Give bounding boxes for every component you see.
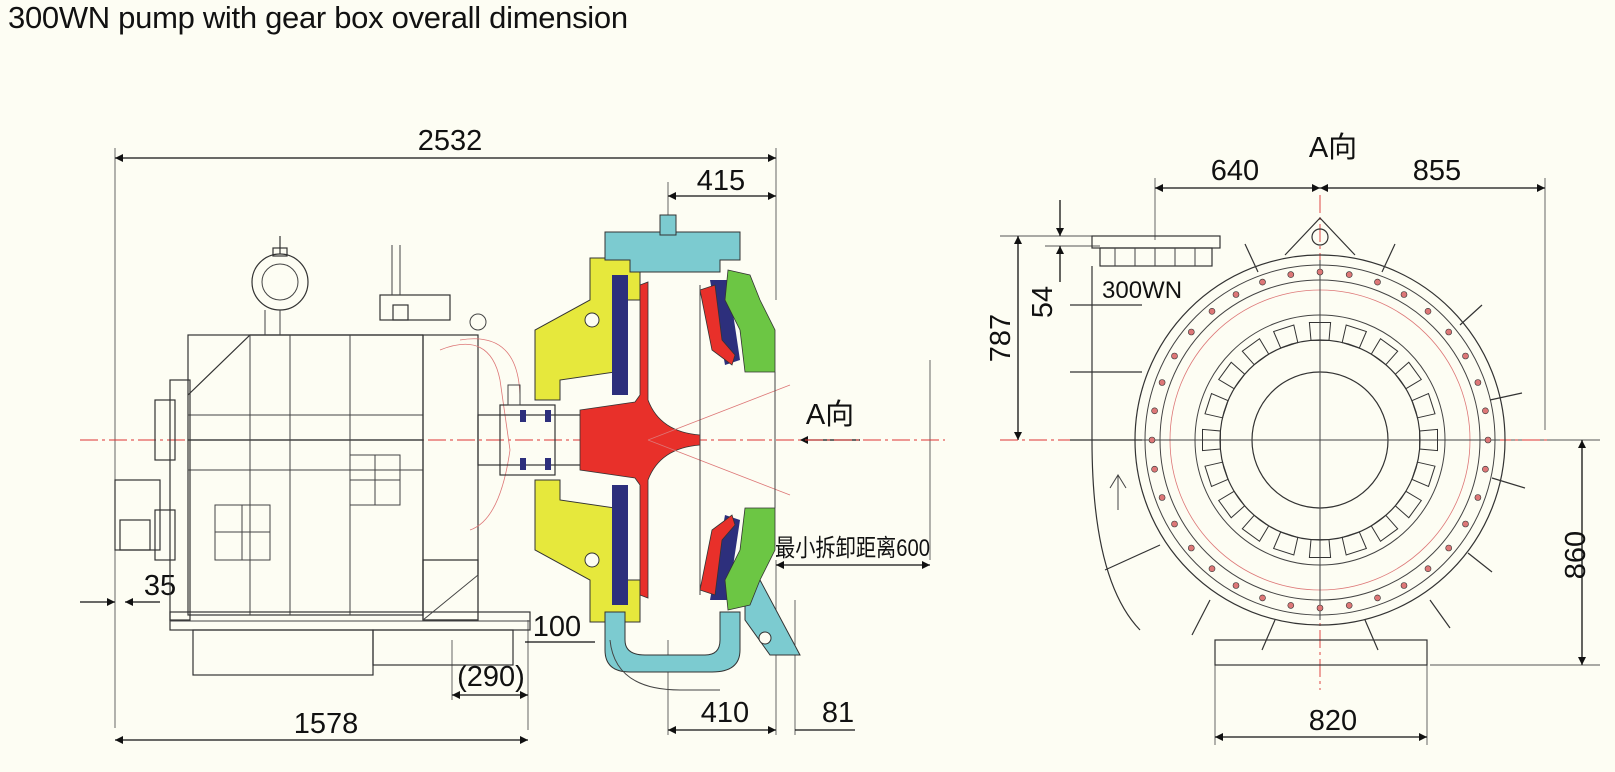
- view-arrow-label: A向: [806, 398, 854, 431]
- bolt-hole: [1482, 465, 1489, 473]
- dim-35: 35: [144, 570, 176, 602]
- impeller: [579, 281, 791, 599]
- bolt-hole: [1232, 582, 1240, 589]
- dim-855: 855: [1413, 155, 1461, 187]
- bolt-hole: [1424, 307, 1432, 315]
- dim-removal: 最小拆卸距离600: [775, 535, 930, 562]
- bolt-hole: [1151, 465, 1158, 473]
- bolt-hole: [1400, 582, 1408, 589]
- bolt-hole: [1171, 352, 1178, 360]
- bolt-hole: [1188, 544, 1195, 552]
- liner-tooth: [1419, 428, 1438, 452]
- bolt-hole: [1151, 407, 1158, 415]
- bolt-hole: [1474, 494, 1482, 501]
- dim-1578: 1578: [294, 708, 359, 740]
- liner-tooth: [1411, 392, 1436, 419]
- bolt-hole: [1148, 436, 1156, 444]
- gear-box: [114, 236, 531, 676]
- liner-tooth: [1204, 392, 1229, 419]
- bolt-hole: [1345, 271, 1353, 278]
- bolt-hole: [1158, 494, 1166, 501]
- bolt-hole: [1445, 544, 1452, 552]
- bolt-hole: [1259, 594, 1266, 602]
- model-label: 300WN: [1102, 277, 1182, 304]
- bolt-hole: [1445, 328, 1452, 336]
- dim-2532: 2532: [418, 125, 483, 157]
- liner-tooth: [1308, 322, 1332, 341]
- discharge-flange: 300WN: [1091, 235, 1221, 631]
- side-view: 2532 415 A向 最小拆卸距离600 35 100 (290) 1578 …: [80, 125, 945, 744]
- liner-tooth: [1341, 324, 1368, 349]
- bolt-hole: [1462, 352, 1469, 360]
- pump-casing: [604, 214, 801, 673]
- liner-tooth: [1241, 337, 1270, 366]
- frame-liner: [612, 275, 740, 605]
- liner-tooth: [1370, 337, 1399, 366]
- bolt-holes: [1148, 268, 1492, 612]
- dim-787: 787: [985, 314, 1017, 362]
- bolt-hole: [1345, 602, 1353, 609]
- bolt-hole: [1208, 565, 1216, 573]
- bolt-hole: [1287, 602, 1295, 609]
- dim-820: 820: [1309, 705, 1357, 737]
- bolt-hole: [1208, 307, 1216, 315]
- bolt-hole: [1287, 271, 1295, 278]
- liner-tooth: [1241, 514, 1270, 543]
- liner-tooth: [1394, 361, 1423, 390]
- page-title: 300WN pump with gear box overall dimensi…: [8, 0, 628, 35]
- bolt-hole: [1374, 594, 1381, 602]
- liner-tooth: [1308, 539, 1332, 558]
- bolt-hole: [1232, 291, 1240, 298]
- bolt-hole: [1171, 520, 1178, 528]
- dim-100: 100: [533, 611, 581, 643]
- dim-640: 640: [1211, 155, 1259, 187]
- bolt-hole: [1316, 268, 1324, 276]
- liner-tooth: [1272, 324, 1299, 349]
- liner-tooth: [1217, 361, 1246, 390]
- liner-tooth: [1272, 531, 1299, 556]
- bolt-hole: [1188, 328, 1195, 336]
- dim-415: 415: [697, 165, 745, 197]
- bolt-hole: [1158, 379, 1166, 386]
- bolt-hole: [1316, 604, 1324, 612]
- shaft-assembly: [477, 384, 589, 476]
- liner-tooth: [1411, 461, 1436, 488]
- dim-54: 54: [1027, 286, 1059, 318]
- liner-tooth: [1217, 490, 1246, 519]
- liner-tooth: [1394, 490, 1423, 519]
- bolt-hole: [1474, 379, 1482, 386]
- bolt-hole: [1424, 565, 1432, 573]
- dim-290: (290): [457, 661, 525, 693]
- throatbush: [724, 269, 776, 611]
- dim-410: 410: [701, 697, 749, 729]
- end-view: A向 640 855 787 54 860 820: [985, 131, 1600, 745]
- bolt-hole: [1462, 520, 1469, 528]
- bolt-hole: [1259, 278, 1266, 286]
- liner-tooth: [1202, 428, 1221, 452]
- liner-tooth: [1341, 531, 1368, 556]
- dim-81: 81: [822, 697, 854, 729]
- end-view-label: A向: [1309, 131, 1357, 164]
- liner-tooth: [1204, 461, 1229, 488]
- liner-teeth: [1202, 322, 1438, 558]
- bolt-hole: [1484, 436, 1492, 444]
- dim-860: 860: [1560, 531, 1592, 579]
- bolt-hole: [1400, 291, 1408, 298]
- liner-tooth: [1370, 514, 1399, 543]
- bolt-hole: [1482, 407, 1489, 415]
- bolt-hole: [1374, 278, 1381, 286]
